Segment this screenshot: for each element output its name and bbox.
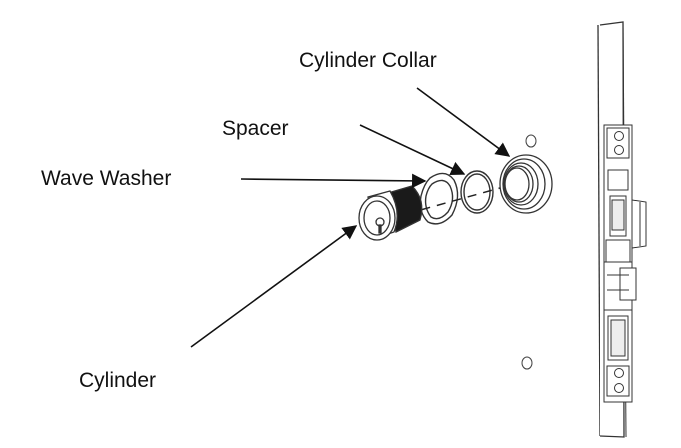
keyway-slot	[378, 224, 382, 234]
screw-top-1	[614, 131, 624, 141]
cylinder-collar-label: Cylinder Collar	[299, 49, 437, 72]
cylinder-arrow	[190, 225, 358, 348]
door-hole-lower	[521, 356, 533, 370]
spacer-label: Spacer	[222, 117, 289, 140]
screw-top-2	[614, 145, 624, 155]
wave-washer-label: Wave Washer	[41, 167, 172, 190]
spacer-arrow	[359, 124, 466, 175]
screw-bottom-1	[614, 368, 624, 378]
cylinder-collar-part	[499, 154, 553, 214]
screw-bottom-2	[614, 383, 624, 393]
wave-washer-part	[419, 172, 459, 225]
latch-bolt	[631, 199, 647, 249]
door-hole-upper	[525, 134, 537, 148]
spacer-part	[460, 170, 494, 214]
leader-lines	[190, 87, 511, 348]
cylinder-label: Cylinder	[79, 369, 157, 392]
wave-washer-arrow	[240, 173, 427, 189]
collar-arrow	[416, 87, 511, 157]
mortise-lock	[603, 124, 647, 403]
door-face-edge	[597, 24, 601, 437]
cylinder-part	[358, 185, 423, 241]
